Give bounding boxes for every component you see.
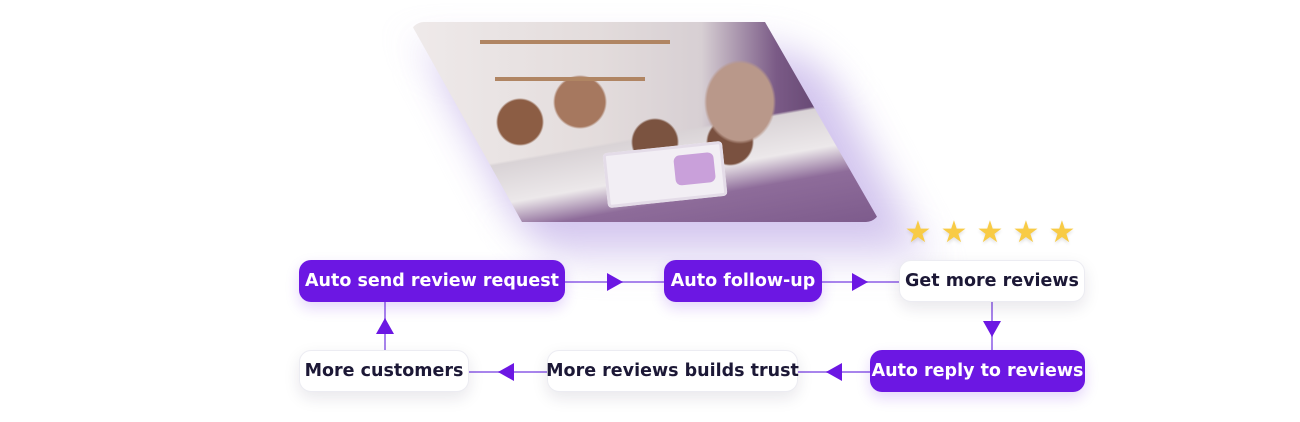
arrow-right-icon	[607, 273, 623, 291]
arrow-left-icon	[826, 363, 842, 381]
picture-book	[602, 140, 728, 209]
star-icon: ★	[976, 215, 1004, 250]
star-icon: ★	[1048, 215, 1076, 250]
node-auto-reply-to-reviews: Auto reply to reviews	[870, 350, 1085, 392]
node-more-reviews-builds-trust: More reviews builds trust	[546, 350, 799, 392]
node-more-customers: More customers	[299, 350, 469, 392]
arrow-right-icon	[852, 273, 868, 291]
shelf-decoration	[495, 77, 645, 81]
star-icon: ★	[1012, 215, 1040, 250]
node-auto-follow-up: Auto follow-up	[664, 260, 822, 302]
shelf-decoration	[480, 40, 670, 44]
family-photo	[410, 22, 880, 222]
arrow-up-icon	[376, 318, 394, 334]
hero-image	[410, 22, 924, 252]
star-icon: ★	[940, 215, 968, 250]
arrow-left-icon	[498, 363, 514, 381]
node-get-more-reviews: Get more reviews	[899, 260, 1085, 302]
arrow-down-icon	[983, 321, 1001, 337]
star-icon: ★	[904, 215, 932, 250]
five-star-rating: ★ ★ ★ ★ ★	[904, 215, 1076, 250]
node-auto-send-review-request: Auto send review request	[299, 260, 565, 302]
